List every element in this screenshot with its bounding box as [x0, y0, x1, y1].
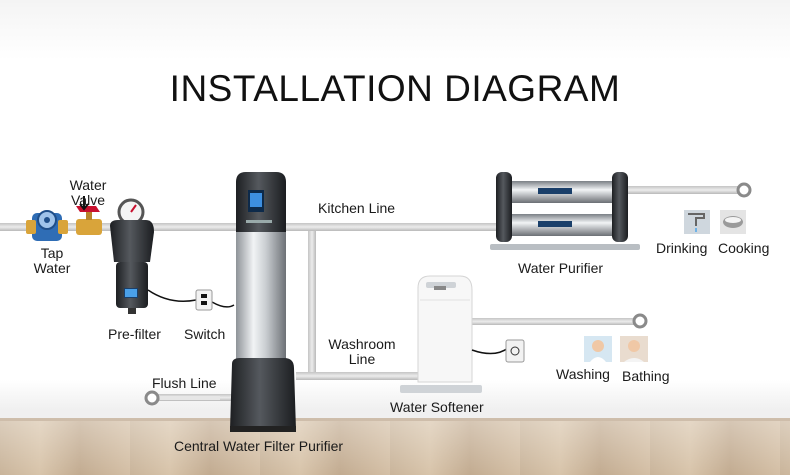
valve-pointer	[79, 196, 89, 211]
water-meter-icon	[26, 210, 68, 241]
bathing-label: Bathing	[622, 368, 670, 384]
pot-cooking-icon	[720, 210, 746, 234]
wood-floor	[0, 418, 790, 475]
purifier-outlet-pipe	[620, 186, 742, 194]
riser-pipe	[308, 223, 316, 378]
water-purifier-label: Water Purifier	[518, 260, 604, 276]
washing-person-icon	[584, 336, 612, 362]
central-wire	[211, 301, 235, 308]
softener-wire	[471, 347, 509, 355]
pre-filter-wire	[147, 289, 197, 302]
water-valve-label: Water Valve	[60, 178, 116, 208]
switch-label: Switch	[184, 326, 226, 342]
water-valve-label-line2: Valve	[71, 192, 105, 208]
power-outlet-icon	[195, 289, 213, 311]
water-valve-label-line1: Water	[69, 177, 107, 193]
floor-shade	[0, 418, 790, 475]
central-filter-label: Central Water Filter Purifier	[174, 438, 344, 454]
tap-water-label-line1: Tap	[40, 245, 64, 261]
bathing-person-icon	[620, 336, 648, 362]
washroom-line-label-line1: Washroom	[328, 336, 396, 352]
flush-line-label: Flush Line	[152, 375, 217, 391]
water-softener-device	[400, 275, 482, 393]
cooking-label: Cooking	[718, 240, 770, 256]
washroom-end-cap	[632, 313, 648, 329]
water-purifier-device	[490, 172, 640, 250]
softener-outlet-pipe	[462, 318, 638, 325]
flush-pipe-segment	[160, 396, 220, 400]
kitchen-end-cap	[736, 182, 752, 198]
tap-water-label-line2: Water	[33, 260, 71, 276]
washroom-line-pipe	[296, 372, 426, 380]
kitchen-line-pipe	[308, 223, 508, 231]
central-water-filter-purifier	[230, 172, 296, 432]
washing-label: Washing	[556, 366, 610, 382]
flush-end-cap	[144, 390, 160, 406]
kitchen-line-label: Kitchen Line	[318, 200, 396, 216]
pre-filter-device	[110, 198, 154, 314]
page-title: INSTALLATION DIAGRAM	[169, 68, 621, 109]
power-outlet-icon-2	[505, 339, 525, 363]
pre-filter-label: Pre-filter	[108, 326, 161, 342]
tap-water-label: Tap Water	[26, 246, 78, 276]
water-softener-label: Water Softener	[390, 399, 484, 415]
valve-icon	[76, 206, 102, 235]
washroom-line-label: Washroom Line	[320, 337, 404, 367]
outlet-pipe	[286, 223, 316, 231]
drinking-label: Drinking	[656, 240, 708, 256]
faucet-drinking-icon	[684, 210, 710, 234]
washroom-line-label-line2: Line	[348, 351, 376, 367]
